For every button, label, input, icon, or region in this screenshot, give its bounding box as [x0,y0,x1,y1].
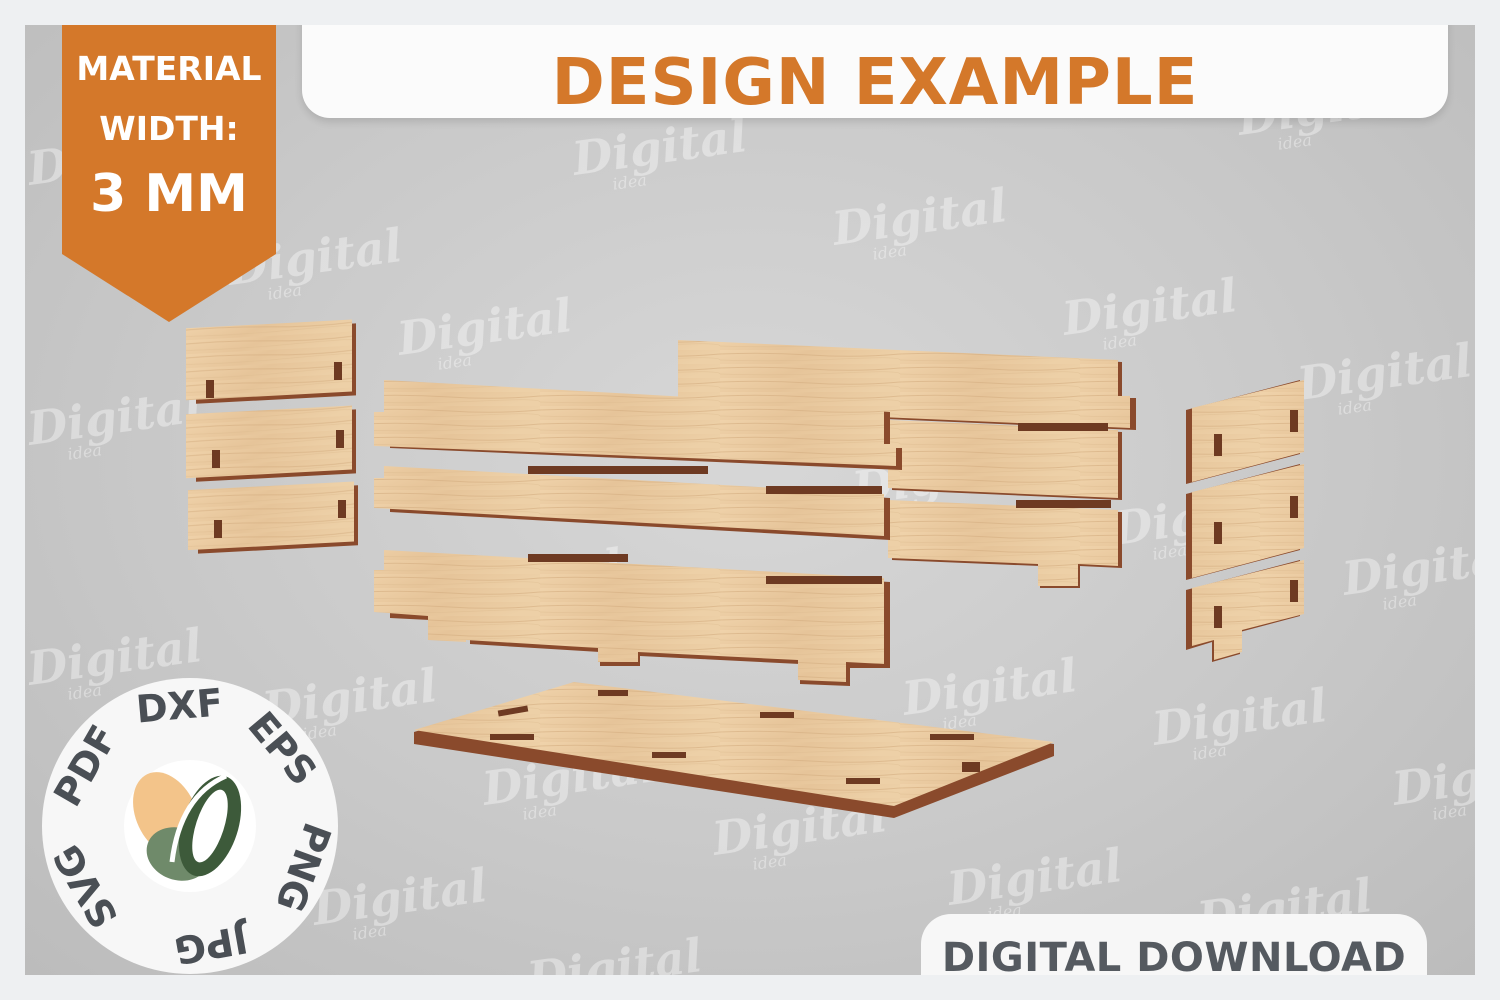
watermark-sub: idea [521,800,558,824]
watermark-sub: idea [1191,740,1228,764]
ribbon-shape [62,25,276,322]
watermark-sub: idea [436,350,473,374]
leaf-d-logo-icon [124,760,256,892]
digital-download-tab: DIGITAL DOWNLOAD [921,914,1427,975]
back-long-panel [678,340,1136,588]
title-bar: DESIGN EXAMPLE [302,25,1448,118]
left-side-panel [186,319,358,554]
watermark-sub: idea [1151,540,1188,564]
material-width-ribbon: MATERIAL WIDTH: 3 MM [62,25,276,322]
front-long-panel [374,380,902,686]
watermark-sub: idea [1381,590,1418,614]
watermark-sub: idea [1276,130,1313,154]
watermark-sub: idea [351,920,388,944]
watermark-sub: idea [1431,800,1468,824]
watermark-sub: idea [871,240,908,264]
page-title: DESIGN EXAMPLE [551,46,1199,120]
watermark-sub: idea [266,280,303,304]
watermark-sub: idea [611,170,648,194]
right-side-panel [1186,380,1304,662]
exploded-planter-parts [186,319,1304,818]
width-label: WIDTH: [99,109,239,148]
material-width-value: 3 MM [90,164,248,224]
watermark-sub: idea [941,710,978,734]
base-plate [414,682,1054,818]
watermark-sub: idea [66,440,103,464]
watermark-sub: idea [1101,330,1138,354]
watermark-sub: idea [66,680,103,704]
watermark-sub: idea [751,850,788,874]
watermark-sub: idea [1336,395,1373,419]
material-label: MATERIAL [76,49,262,88]
digital-download-label: DIGITAL DOWNLOAD [941,935,1407,975]
watermark-sub: idea [301,720,338,744]
product-stage: DigitalideaDigitalideaDigitalideaDigital… [25,25,1475,975]
format-label-dxf: DXF [134,680,224,731]
